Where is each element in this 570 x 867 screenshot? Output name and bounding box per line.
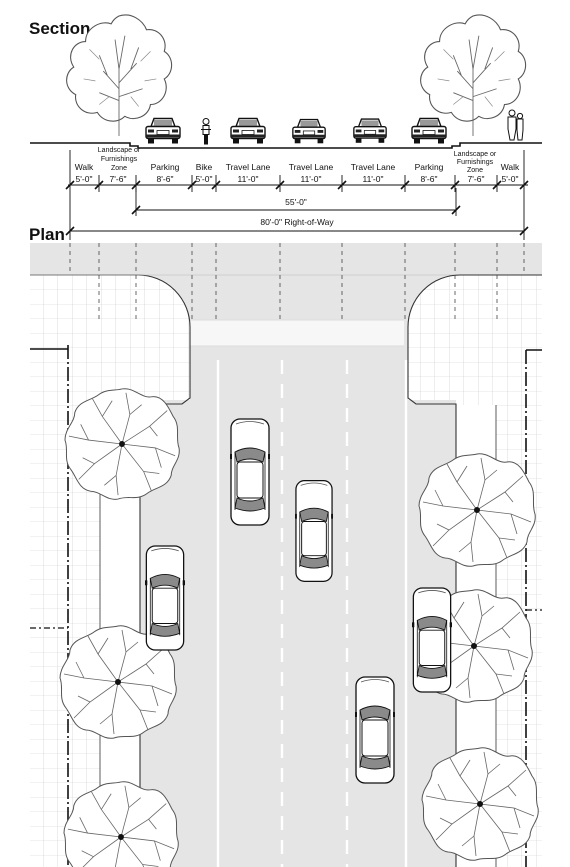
dimension-ticks: [65, 180, 529, 236]
car-icon: [292, 118, 326, 145]
car-icon: [230, 418, 270, 526]
zone-name-line: Landscape or: [98, 147, 141, 154]
zone-dimension: 5'-0": [502, 174, 519, 184]
zone-guide-lines: [69, 243, 525, 320]
section-ground-line: [30, 142, 542, 149]
zone-dimension: 11'-0": [300, 174, 321, 184]
zone-dimension: 7'-6": [110, 174, 127, 184]
zone-dimensions: 5'-0" 7'-6" 8'-6" 5'-0" 11'-0" 11'-0" 11…: [76, 174, 519, 184]
zone-dimension: 7'-6": [468, 174, 485, 184]
zone-dimension: 8'-6": [157, 174, 174, 184]
zone-name: Walk: [75, 162, 94, 172]
curb-to-curb-dimension: 55'-0": [285, 197, 307, 207]
left-sidewalk: [30, 275, 190, 867]
car-icon: [145, 117, 181, 145]
car-icon: [145, 545, 185, 651]
zone-name-line: Furnishings: [101, 156, 138, 163]
zone-name: Parking: [151, 162, 180, 172]
pedestrian-icon: [507, 109, 524, 141]
zone-dimension: 11'-0": [237, 174, 258, 184]
zone-name: Travel Lane: [351, 162, 396, 172]
tree-icon: [64, 388, 180, 500]
zone-name: Walk: [501, 162, 520, 172]
zone-name-line: Zone: [467, 167, 483, 174]
zone-name: Parking: [415, 162, 444, 172]
car-icon: [355, 676, 395, 784]
zone-name-line: Furnishings: [457, 159, 494, 166]
left-curb: [30, 274, 191, 867]
zone-name: Bike: [196, 162, 213, 172]
car-icon: [230, 117, 266, 145]
zone-dimension-line: [68, 150, 528, 240]
crosswalk: [190, 320, 404, 346]
tree-icon: [418, 453, 536, 567]
zone-name: Travel Lane: [289, 162, 334, 172]
crosswalk-edges: [190, 319, 404, 347]
right-sidewalk: [408, 275, 542, 867]
section-heading: Section: [29, 19, 90, 38]
right-curb: [407, 274, 542, 867]
cyclist-icon: [200, 117, 212, 146]
zone-name-line: Zone: [111, 165, 127, 172]
zone-name-line: Landscape or: [454, 151, 497, 158]
cross-street: [30, 243, 542, 275]
car-icon: [412, 587, 452, 693]
right-of-way-dimension: 80'-0" Right-of-Way: [260, 217, 334, 227]
property-line-ticks: [30, 609, 542, 629]
car-icon: [353, 118, 387, 144]
zone-dimension: 11'-0": [362, 174, 383, 184]
car-icon: [411, 117, 447, 145]
zone-dimension: 5'-0": [76, 174, 93, 184]
zone-dimension: 5'-0": [196, 174, 213, 184]
plan-heading: Plan: [29, 225, 65, 244]
zone-dimension: 8'-6": [421, 174, 438, 184]
zone-name: Travel Lane: [226, 162, 271, 172]
tree-icon: [421, 747, 539, 861]
zone-labels: Walk Landscape or Furnishings Zone Parki…: [75, 147, 520, 174]
car-icon: [295, 480, 333, 582]
